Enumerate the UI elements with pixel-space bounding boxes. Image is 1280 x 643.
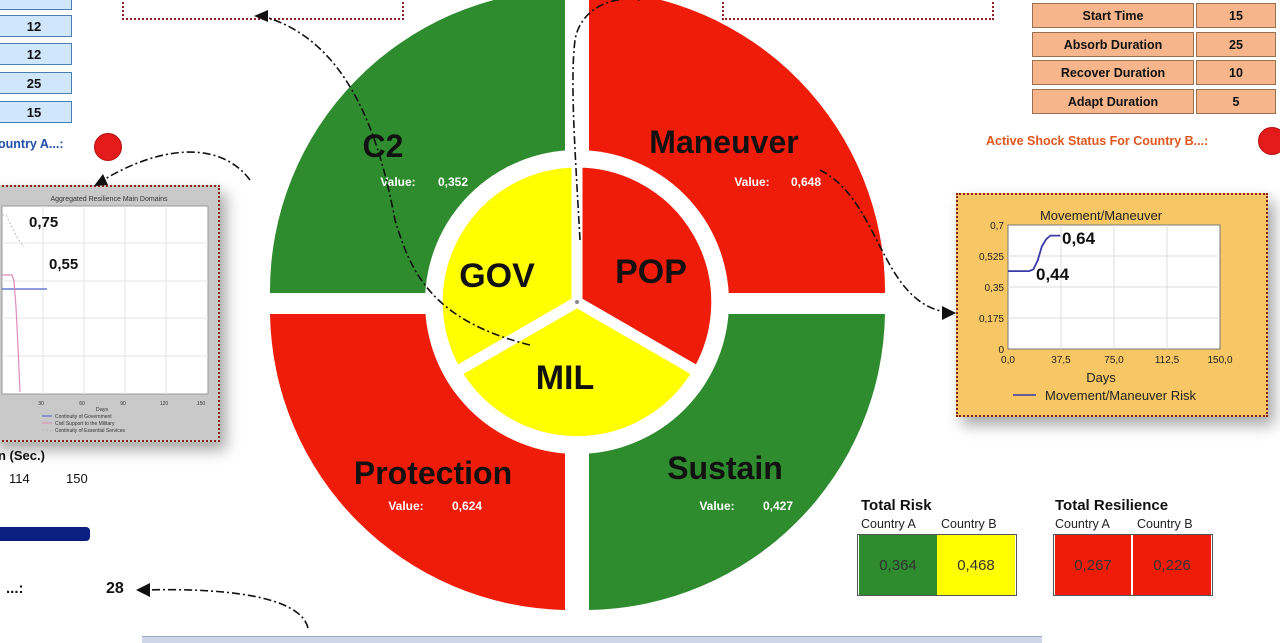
input-cell-3[interactable]: 25 xyxy=(0,72,72,94)
shock-status-a-indicator xyxy=(94,133,122,161)
quadrant-label-protection: Protection xyxy=(354,455,512,491)
quadrant-label-c2: C2 xyxy=(363,128,404,164)
total-resilience-value-b: 0,226 xyxy=(1133,535,1211,595)
left-chart-card: Aggregated Resilience Main Domains 30 60… xyxy=(0,185,220,442)
shock-status-a-label: ountry A...: xyxy=(0,137,64,151)
total-resilience-value-a: 0,267 xyxy=(1055,535,1133,595)
total-resilience-label-b: Country B xyxy=(1137,517,1193,531)
movement-x-tick: 0,0 xyxy=(1001,355,1015,366)
total-risk-title: Total Risk xyxy=(861,497,932,514)
param-row-start-time: Start Time 15 xyxy=(1032,3,1278,28)
quadrant-label-maneuver: Maneuver xyxy=(649,124,798,160)
connector-lines xyxy=(99,0,946,629)
time-tick-150: 150 xyxy=(66,471,88,486)
input-cell-2[interactable]: 12 xyxy=(0,43,72,65)
quadrant-value-maneuver: 0,648 xyxy=(791,175,821,189)
movement-callout-high: 0,64 xyxy=(1062,229,1096,248)
movement-callout-low: 0,44 xyxy=(1036,265,1070,284)
movement-x-tick: 150,0 xyxy=(1207,355,1232,366)
left-chart-svg: Aggregated Resilience Main Domains 30 60… xyxy=(1,196,209,434)
total-risk-box: 0,364 0,468 xyxy=(857,534,1017,596)
shock-status-b-indicator xyxy=(1258,127,1280,155)
movement-chart-card: Movement/Maneuver 0 0,175 0,35 0,525 0,7 0,0… xyxy=(956,193,1268,417)
param-value-start-time[interactable]: 15 xyxy=(1196,3,1276,28)
param-value-adapt-duration[interactable]: 5 xyxy=(1196,89,1276,114)
total-resilience-title: Total Resilience xyxy=(1055,497,1169,514)
input-cell-top[interactable] xyxy=(0,0,72,10)
param-label-start-time: Start Time xyxy=(1032,3,1194,28)
connector-arrowheads xyxy=(94,10,956,597)
input-cell-4[interactable]: 15 xyxy=(0,101,72,123)
quadrant-value-sustain: 0,427 xyxy=(763,499,793,513)
time-progress-bar[interactable] xyxy=(0,527,90,541)
left-chart-series-civil xyxy=(2,274,21,393)
left-chart-grid xyxy=(2,206,208,394)
top-right-dashed-box xyxy=(722,0,994,20)
movement-x-tick: 37,5 xyxy=(1051,355,1071,366)
left-chart-xtick-2: 60 xyxy=(79,401,85,407)
param-row-recover-duration: Recover Duration 10 xyxy=(1032,60,1278,85)
total-risk-value-b: 0,468 xyxy=(937,535,1015,595)
quadrant-value-label-c2: Value: xyxy=(380,175,415,189)
quadrant-value-label-maneuver: Value: xyxy=(734,175,769,189)
left-chart-callout-high: 0,75 xyxy=(29,214,58,231)
movement-chart-title: Movement/Maneuver xyxy=(1040,208,1163,223)
total-resilience-label-a: Country A xyxy=(1055,517,1110,531)
time-tick-114: 114 xyxy=(9,471,30,486)
left-chart-title: Aggregated Resilience Main Domains xyxy=(50,196,168,203)
counter-value: 28 xyxy=(106,580,124,597)
param-value-recover-duration[interactable]: 10 xyxy=(1196,60,1276,85)
param-label-recover-duration: Recover Duration xyxy=(1032,60,1194,85)
movement-chart-y-ticks: 0 0,175 0,35 0,525 0,7 xyxy=(979,221,1004,356)
movement-y-tick: 0,525 xyxy=(979,252,1004,263)
wheel-sector-mil[interactable] xyxy=(450,296,704,448)
movement-x-tick: 112,5 xyxy=(1155,355,1180,366)
left-chart-xtick-1: 30 xyxy=(38,401,44,407)
counter-label: ...: xyxy=(6,580,24,597)
shock-status-b-label: Active Shock Status For Country B...: xyxy=(986,134,1209,148)
sector-label-gov: GOV xyxy=(459,257,535,295)
total-resilience-box: 0,267 0,226 xyxy=(1053,534,1213,596)
total-risk-value-a: 0,364 xyxy=(859,535,937,595)
param-value-absorb-duration[interactable]: 25 xyxy=(1196,32,1276,57)
total-risk-label-a: Country A xyxy=(861,517,916,531)
sector-label-pop: POP xyxy=(615,253,687,291)
left-chart-xtick-4: 120 xyxy=(160,401,169,407)
movement-chart-grid xyxy=(1008,225,1220,349)
quadrant-value-label-protection: Value: xyxy=(388,499,423,513)
quadrant-value-c2: 0,352 xyxy=(438,175,468,189)
left-chart-legend-2: Civil Support to the Military xyxy=(55,421,115,427)
movement-series-line xyxy=(1008,234,1061,272)
left-chart-callout-low: 0,55 xyxy=(49,256,78,273)
movement-y-tick: 0,35 xyxy=(985,283,1005,294)
param-row-absorb-duration: Absorb Duration 25 xyxy=(1032,32,1278,57)
movement-y-tick: 0 xyxy=(998,345,1004,356)
param-label-absorb-duration: Absorb Duration xyxy=(1032,32,1194,57)
movement-chart-x-ticks: 0,0 37,5 75,0 112,5 150,0 xyxy=(1001,355,1233,366)
sector-label-mil: MIL xyxy=(536,359,595,397)
movement-chart-xlabel: Days xyxy=(1086,370,1116,385)
param-label-adapt-duration: Adapt Duration xyxy=(1032,89,1194,114)
movement-legend-label: Movement/Maneuver Risk xyxy=(1045,388,1196,403)
movement-y-tick: 0,175 xyxy=(979,314,1004,325)
left-chart-plot-area xyxy=(1,205,209,395)
quadrant-value-label-sustain: Value: xyxy=(699,499,734,513)
quadrant-value-protection: 0,624 xyxy=(452,499,482,513)
movement-y-tick: 0,7 xyxy=(990,221,1004,232)
left-chart-legend-3: Continuity of Essential Services xyxy=(55,428,126,434)
left-chart-xtick-3: 90 xyxy=(120,401,126,407)
left-chart-xtick-5: 150 xyxy=(197,401,206,407)
param-row-adapt-duration: Adapt Duration 5 xyxy=(1032,89,1278,114)
movement-chart-svg: Movement/Maneuver 0 0,175 0,35 0,525 0,7 0,0… xyxy=(979,208,1233,403)
left-chart-xlabel: Days xyxy=(96,407,109,413)
total-risk-label-b: Country B xyxy=(941,517,997,531)
input-cell-1[interactable]: 12 xyxy=(0,15,72,37)
left-chart-legend-1: Continuity of Government xyxy=(55,414,112,420)
movement-x-tick: 75,0 xyxy=(1104,355,1124,366)
time-axis-label: n (Sec.) xyxy=(0,448,45,463)
left-chart-series-essential xyxy=(2,214,25,248)
quadrant-label-sustain: Sustain xyxy=(667,450,783,486)
